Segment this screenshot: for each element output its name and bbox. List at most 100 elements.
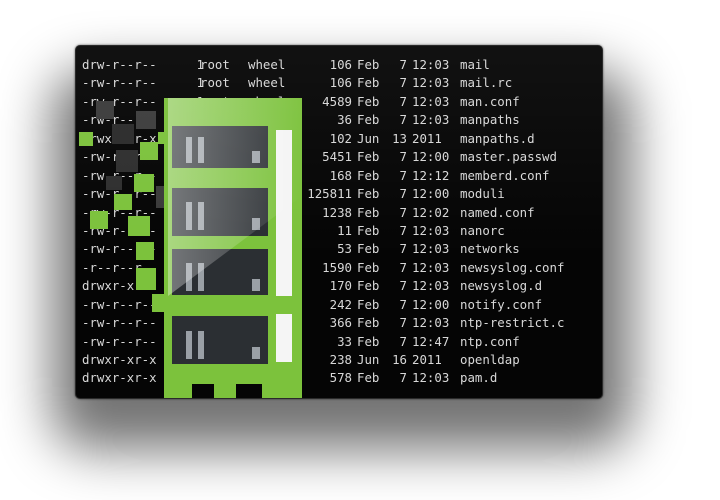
listing-time: 2011 (412, 352, 442, 367)
listing-month: Feb (357, 112, 380, 128)
listing-group: wheel (248, 75, 286, 91)
listing-day: 16 (392, 352, 407, 367)
listing-size: 366 (329, 315, 352, 331)
listing-time: 12:03 (412, 370, 450, 386)
listing-row: drwxr-xr-x102Jun132011manpaths.d (76, 130, 602, 148)
listing-size: 242 (329, 296, 352, 312)
listing-perm: drw-r--r-- (82, 57, 157, 72)
listing-time: 12:03 (412, 222, 450, 238)
listing-month: Jun (357, 130, 380, 146)
listing-month: Feb (357, 167, 380, 183)
listing-size: 102 (329, 130, 352, 146)
listing-filename: mail.rc (460, 75, 513, 91)
listing-filename: ntp-restrict.c (460, 315, 565, 331)
listing-size: 1590 (322, 259, 352, 275)
listing-perm: -rw-r--r-- (82, 333, 157, 349)
listing-perm: -rw-r--r-- (82, 75, 157, 91)
listing-month: Feb (357, 315, 380, 331)
listing-size: 238 (329, 352, 352, 367)
listing-filename: newsyslog.conf (460, 259, 565, 275)
listing-row: -rw-r--r-- 366 Feb 7 12:03 ntp-restrict.c (76, 314, 602, 332)
listing-filename: newsyslog.d (460, 278, 543, 294)
listing-day: 7 (399, 93, 407, 109)
listing-day: 7 (399, 149, 407, 165)
listing-perm: drwxr-xr-x (82, 352, 157, 367)
listing-size: 33 (337, 333, 352, 349)
listing-size: 4589 (322, 93, 352, 109)
listing-size: 53 (337, 241, 352, 257)
listing-size: 106 (329, 75, 352, 91)
listing-month: Feb (357, 259, 380, 275)
listing-time: 12:03 (412, 75, 450, 91)
listing-time: 12:03 (412, 278, 450, 294)
listing-month: Feb (357, 241, 380, 257)
listing-row: drwxr-xr-x 238 Jun 16 2011 openldap (76, 351, 602, 369)
listing-month: Feb (357, 204, 380, 220)
listing-time: 12:02 (412, 204, 450, 220)
listing-time: 12:03 (412, 93, 450, 109)
listing-time: 2011 (412, 130, 442, 146)
listing-month: Feb (357, 93, 380, 109)
listing-links: 1 (196, 57, 204, 72)
listing-month: Feb (357, 370, 380, 386)
listing-month: Feb (357, 186, 380, 202)
listing-month: Feb (357, 296, 380, 312)
listing-day: 7 (399, 204, 407, 220)
listing-row: -rw-r--r-- 242 Feb 7 12:00 notify.conf (76, 296, 602, 314)
listing-time: 12:03 (412, 259, 450, 275)
listing-month: Feb (357, 57, 380, 72)
listing-perm: -rw-r--r-- (82, 315, 157, 331)
listing-filename: master.passwd (460, 149, 557, 165)
listing-day: 7 (399, 241, 407, 257)
listing-filename: moduli (460, 186, 505, 202)
listing-filename: ntp.conf (460, 333, 520, 349)
listing-filename: networks (460, 241, 520, 257)
listing-perm: -rw-r--r-- (82, 296, 157, 312)
listing-time: 12:03 (412, 57, 450, 72)
listing-filename: openldap (460, 352, 520, 367)
listing-owner: root (200, 57, 230, 72)
listing-time: 12:12 (412, 167, 450, 183)
listing-size: 36 (337, 112, 352, 128)
server-rack-icon (79, 98, 302, 398)
listing-filename: pam.d (460, 370, 498, 386)
listing-day: 7 (399, 296, 407, 312)
listing-month: Jun (357, 352, 380, 367)
listing-perm: drwxr-xr-x (82, 370, 157, 386)
listing-day: 7 (399, 75, 407, 91)
listing-filename: mail (460, 57, 490, 72)
listing-day: 7 (399, 370, 407, 386)
listing-day: 7 (399, 57, 407, 72)
listing-time: 12:00 (412, 149, 450, 165)
listing-day: 7 (399, 259, 407, 275)
listing-day: 7 (399, 112, 407, 128)
listing-day: 7 (399, 333, 407, 349)
listing-owner: root (200, 75, 230, 91)
listing-day: 7 (399, 315, 407, 331)
listing-filename: nanorc (460, 222, 505, 238)
listing-time: 12:47 (412, 333, 450, 349)
listing-size: 11 (337, 222, 352, 238)
listing-size: 170 (329, 278, 352, 294)
listing-group: wheel (248, 57, 286, 72)
listing-time: 12:03 (412, 315, 450, 331)
listing-time: 12:03 (412, 241, 450, 257)
listing-time: 12:03 (412, 112, 450, 128)
listing-month: Feb (357, 222, 380, 238)
listing-size: 5451 (322, 149, 352, 165)
listing-month: Feb (357, 278, 380, 294)
listing-filename: notify.conf (460, 296, 543, 312)
listing-day: 7 (399, 222, 407, 238)
listing-day: 7 (399, 278, 407, 294)
listing-time: 12:00 (412, 296, 450, 312)
listing-filename: manpaths (460, 112, 520, 128)
listing-size: 106 (329, 57, 352, 72)
